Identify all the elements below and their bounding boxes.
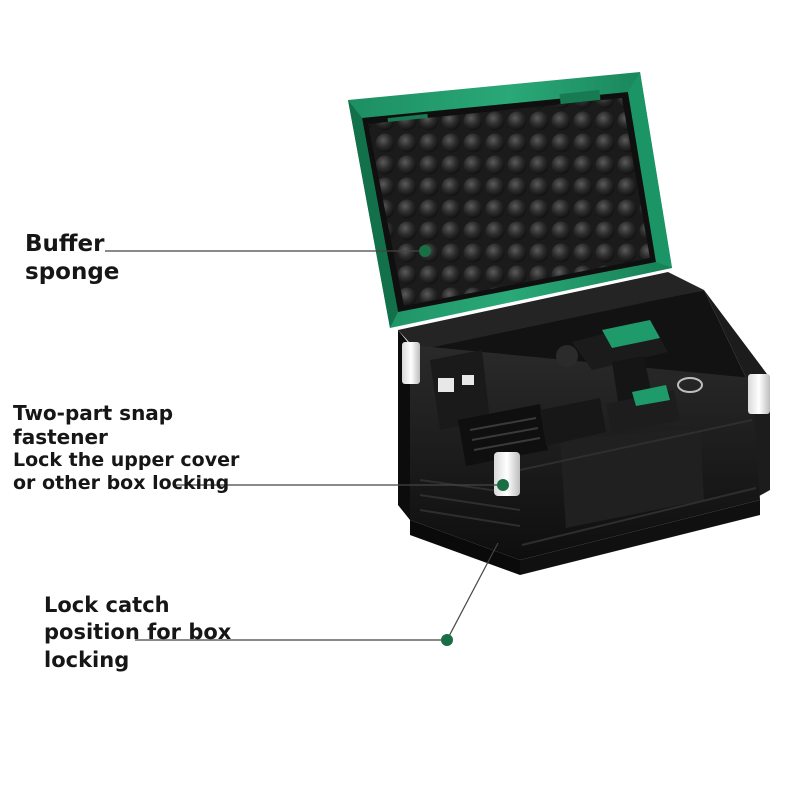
callout-snap-fastener-line2: fastener [13,424,108,449]
callout-lock-catch-line1: Lock catch [44,593,170,617]
callout-buffer-sponge-line2: sponge [25,259,120,286]
snap-fastener-left [402,342,420,384]
callout-lock-catch-line3: locking [44,647,130,672]
callout-lock-catch: Lock catch position for box locking [44,592,231,674]
callout-snap-fastener-line3: Lock the upper cover [13,449,240,472]
leader-buffer-sponge [105,245,431,257]
callout-snap-fastener-line4: or other box locking [13,471,230,494]
buffer-sponge [368,98,650,306]
leader-lock-catch [135,542,499,646]
case-contents [430,320,703,466]
callout-snap-fastener: Two-part snap fastener Lock the upper co… [13,401,240,494]
snap-fastener-right [748,374,770,414]
callout-buffer-sponge-line1: Buffer [25,231,105,257]
callout-lock-catch-line2: position for box [44,620,232,645]
callout-buffer-sponge: Buffer sponge [25,230,119,286]
callout-snap-fastener-line1: Two-part snap [13,401,174,425]
leader-snap-fastener [175,479,509,491]
